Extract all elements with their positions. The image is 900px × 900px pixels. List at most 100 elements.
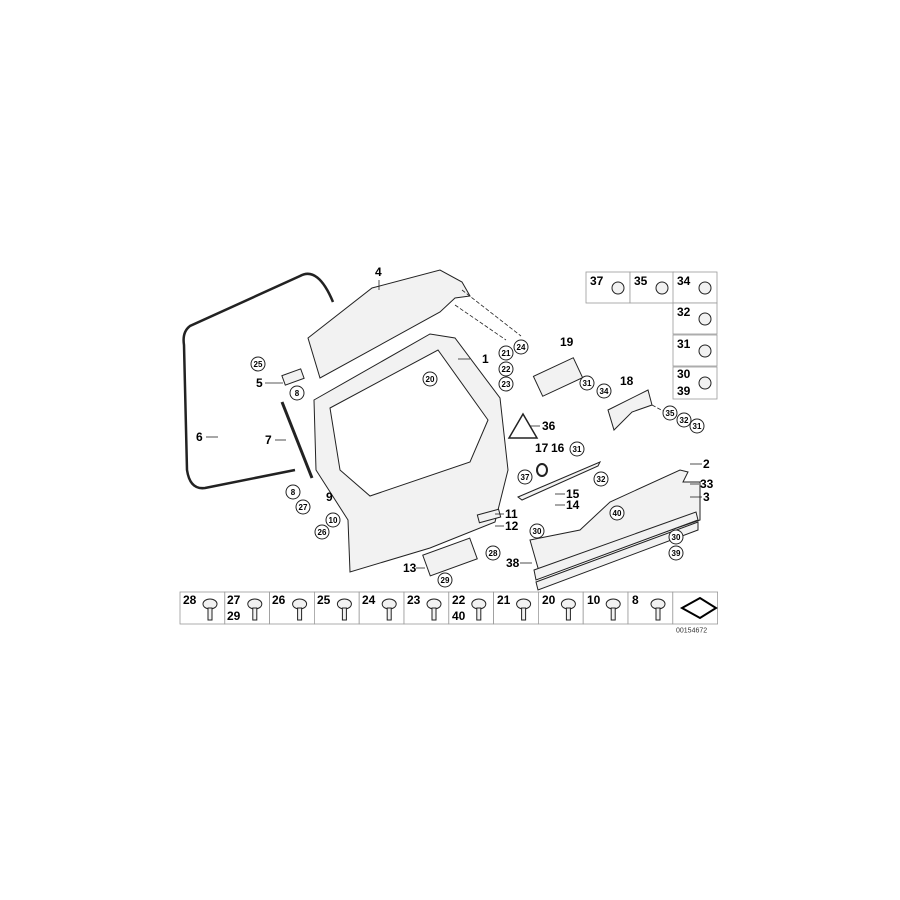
callout-circle (517, 469, 533, 485)
fastener-label: 26 (272, 593, 286, 607)
fastener-icon (655, 281, 669, 295)
gas-strut-part (280, 401, 314, 479)
parts-table-label: 30 (677, 367, 691, 381)
callout-label: 12 (505, 519, 519, 533)
callout-label: 26 (318, 528, 327, 537)
fastener-shank-icon (476, 607, 482, 621)
callout-circle (250, 356, 266, 372)
callout-label: 35 (666, 409, 675, 418)
fastener-label: 40 (452, 609, 466, 623)
parts-table-label: 32 (677, 305, 691, 319)
fastener-label: 22 (452, 593, 466, 607)
callout-label: 27 (299, 503, 308, 512)
callout-label: 30 (533, 527, 542, 536)
parts-table-label: 34 (677, 274, 691, 288)
callout-label: 39 (672, 549, 681, 558)
fastener-label: 27 (227, 593, 241, 607)
callout-label: 16 (551, 441, 565, 455)
callout-label: 32 (597, 475, 606, 484)
callout-label: 38 (506, 556, 520, 570)
callout-circle (325, 512, 341, 528)
ring-part (536, 463, 548, 477)
fastener-label: 23 (407, 593, 421, 607)
fastener-cell (224, 591, 271, 625)
callout-circle (498, 376, 514, 392)
callout-label: 31 (693, 422, 702, 431)
callout-circle (676, 412, 692, 428)
callout-circle (596, 383, 612, 399)
callout-label: 33 (700, 477, 714, 491)
callout-circle (422, 371, 438, 387)
fastener-label: 28 (183, 593, 197, 607)
callout-label: 7 (265, 433, 272, 447)
parts-table-label: 35 (634, 274, 648, 288)
fastener-cell (448, 591, 494, 625)
callout-label: 19 (560, 335, 574, 349)
callout-label: 11 (505, 507, 518, 521)
fastener-icon (698, 281, 712, 295)
callout-label: 10 (329, 516, 338, 525)
callout-label: 18 (620, 374, 634, 388)
fastener-shank-icon (431, 607, 437, 621)
callout-label: 31 (573, 445, 582, 454)
callout-circle (314, 524, 330, 540)
callout-label: 5 (256, 376, 263, 390)
callout-label: 2 (703, 457, 710, 471)
hinge-part (281, 368, 305, 386)
handle-part (476, 508, 502, 524)
fastener-label: 24 (362, 593, 376, 607)
callout-label: 13 (403, 561, 417, 575)
callout-label: 29 (441, 576, 450, 585)
callout-circle (569, 441, 585, 457)
callout-circle (285, 484, 301, 500)
fastener-shank-icon (610, 607, 616, 621)
fastener-shank-icon (341, 607, 347, 621)
lock-part (422, 537, 478, 577)
callout-label: 9 (326, 490, 333, 504)
callout-circle (437, 572, 453, 588)
fastener-label: 25 (317, 593, 331, 607)
callout-circle (668, 529, 684, 545)
fastener-cell (179, 591, 226, 625)
callout-label: 40 (613, 509, 622, 518)
fastener-icon (611, 281, 625, 295)
callout-circle (289, 385, 305, 401)
fastener-cell (582, 591, 629, 625)
fastener-label: 29 (227, 609, 241, 623)
callout-circle (295, 499, 311, 515)
callout-circle (593, 471, 609, 487)
callout-label: 3 (703, 490, 710, 504)
fastener-cell (627, 591, 674, 625)
callout-circle (579, 375, 595, 391)
callout-label: 21 (502, 349, 511, 358)
fastener-shank-icon (207, 607, 213, 621)
callout-circle (485, 545, 501, 561)
callout-circle (498, 361, 514, 377)
bracket-part (532, 357, 584, 397)
fastener-label: 10 (587, 593, 601, 607)
callout-circle (668, 545, 684, 561)
callout-label: 8 (295, 389, 300, 398)
fastener-label: 21 (497, 593, 511, 607)
fastener-shank-icon (655, 607, 661, 621)
fastener-icon (698, 312, 712, 326)
fastener-cell (403, 591, 450, 625)
callout-label: 23 (502, 380, 511, 389)
callout-label: 6 (196, 430, 203, 444)
fastener-shank-icon (565, 607, 571, 621)
callout-label: 36 (542, 419, 556, 433)
callout-circle (689, 418, 705, 434)
parts-table-label: 31 (677, 337, 691, 351)
bracket-18-part (607, 389, 653, 431)
callout-label: 1 (482, 352, 489, 366)
seal-part (182, 272, 335, 490)
callout-circle (513, 339, 529, 355)
fastener-shank-icon (297, 607, 303, 621)
callout-label: 31 (583, 379, 592, 388)
callout-circle (498, 345, 514, 361)
callout-label: 22 (502, 365, 511, 374)
parts-table-label: 37 (590, 274, 604, 288)
callout-label: 32 (680, 416, 689, 425)
fastener-shank-icon (521, 607, 527, 621)
